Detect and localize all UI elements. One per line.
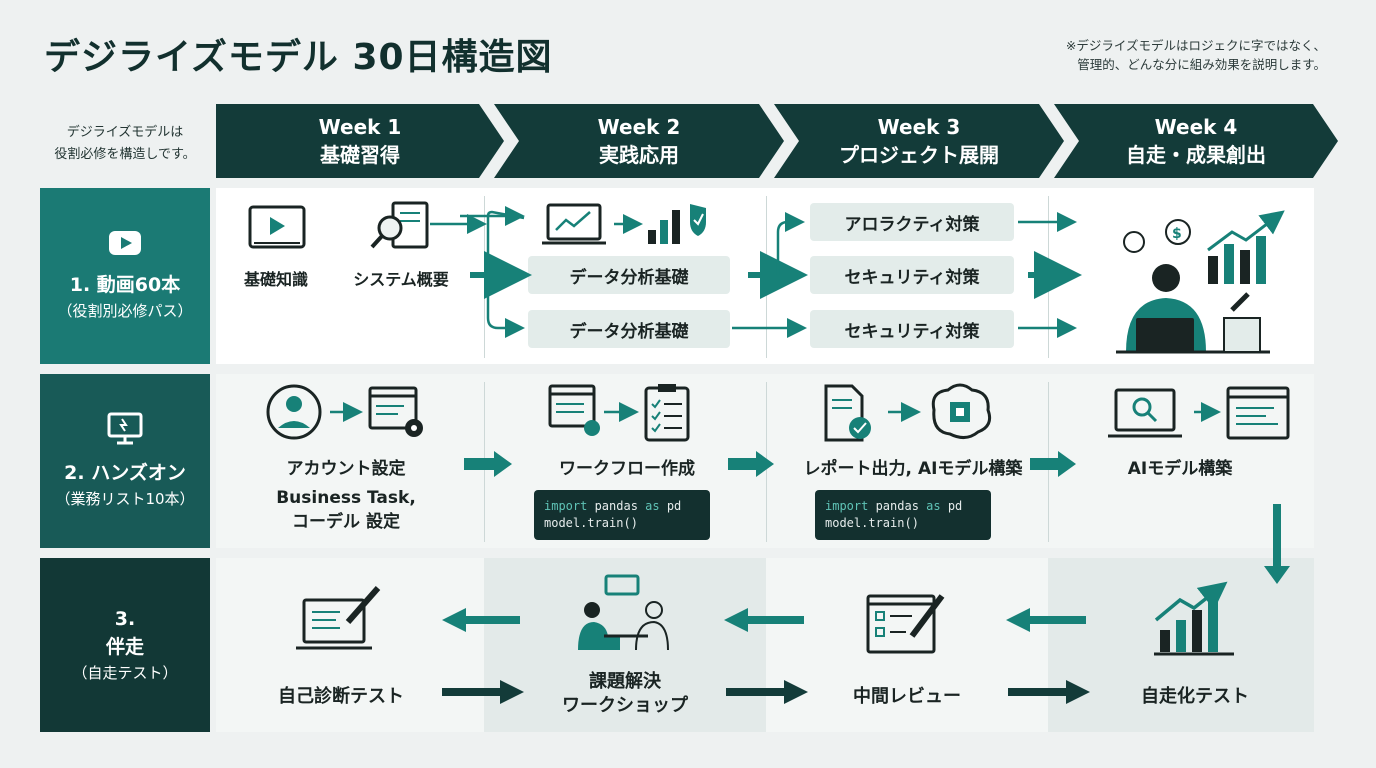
- code-snippet-week-2: import pandas as pd model.train(): [534, 490, 710, 540]
- business-task-line-2: コーデル 設定: [292, 512, 400, 532]
- code-text: pd: [659, 499, 682, 513]
- analyst-person-icon: $: [1116, 210, 1285, 354]
- w2-pill-2: データ分析基礎: [528, 310, 730, 348]
- midreview-label: 中間レビュー: [853, 686, 961, 707]
- week-4-sub: 自走・成果創出: [1126, 143, 1266, 167]
- w3-pill-2: セキュリティ対策: [810, 256, 1014, 294]
- week-1-label: Week 1: [318, 115, 402, 139]
- workshop-line-1: 課題解決: [589, 671, 661, 692]
- row-3-week-2-shade: [484, 558, 766, 732]
- user-account-icon: [266, 384, 322, 440]
- document-check-icon: [824, 384, 871, 442]
- w3-pill-1: アロラクティ対策: [810, 203, 1014, 241]
- w3-pill-3: セキュリティ対策: [810, 310, 1014, 348]
- row-1-w2-w3-arrows: [732, 212, 808, 338]
- kiso-label: 基礎知識: [243, 270, 308, 289]
- row-3-title-line-1: 3.: [114, 608, 136, 630]
- row-3-label: 3. 伴走 （自走テスト）: [40, 558, 210, 732]
- settings-window-icon: [368, 386, 423, 437]
- row-2-sub: （業務リスト10本）: [55, 490, 195, 508]
- week-2-header: Week 2 実践応用: [494, 104, 784, 178]
- week-4-label: Week 4: [1154, 115, 1238, 139]
- workshop-line-2: ワークショップ: [562, 695, 688, 716]
- corner-line-1: デジライズモデルは: [66, 125, 184, 140]
- monitor-code-icon: [107, 412, 143, 445]
- week-2-label: Week 2: [597, 115, 681, 139]
- code-text: pandas: [587, 499, 646, 513]
- account-setup-label: アカウント設定: [286, 459, 406, 479]
- code-snippet-week-3: import pandas as pd model.train(): [815, 490, 991, 540]
- laptop-search-icon: [1108, 388, 1182, 438]
- code-keyword: import: [825, 499, 869, 513]
- row-1-w3-w4-arrows: [1018, 212, 1082, 338]
- week-4-header: Week 4 自走・成果創出: [1054, 104, 1338, 178]
- row-3-forward-arrows: [442, 680, 1090, 704]
- laptop-pen-icon: [296, 586, 381, 650]
- week-1-header: Week 1 基礎習得: [216, 104, 504, 178]
- week-3-sub: プロジェクト展開: [839, 143, 999, 167]
- row-1-label: 1. 動画60本 （役割別必修パス）: [40, 188, 210, 364]
- week-2-sub: 実践応用: [599, 143, 679, 167]
- report-ai-label: レポート出力, AIモデル構築: [803, 459, 1023, 479]
- ai-model-label: AIモデル構築: [1127, 459, 1233, 479]
- corner-caption: デジライズモデルは 役割必修を構造しです。: [40, 122, 210, 166]
- svg-text:$: $: [1172, 226, 1182, 242]
- code-window-icon: [1226, 386, 1290, 440]
- checklist-edit-icon: [866, 594, 945, 654]
- video-play-icon: [109, 231, 141, 255]
- week-3-header: Week 3 プロジェクト展開: [774, 104, 1064, 178]
- ai-brain-chip-icon: [931, 383, 992, 439]
- workflow-label: ワークフロー作成: [559, 459, 695, 479]
- row-1-branch-arrows: [430, 206, 532, 338]
- workshop-label: 課題解決 ワークショップ: [530, 670, 720, 718]
- code-keyword: as: [926, 499, 941, 513]
- code-text: pandas: [868, 499, 927, 513]
- code-text: pd: [940, 499, 963, 513]
- list-window-icon: [548, 384, 600, 436]
- page-title: デジライズモデル 30日構造図: [44, 37, 553, 78]
- row-2-title: 2. ハンズオン: [64, 462, 186, 484]
- note-line-2: 管理的、どんな分に組み効果を説明します。: [1077, 57, 1326, 72]
- code-line-2: model.train(): [825, 516, 919, 530]
- system-label: システム概要: [353, 270, 449, 289]
- code-line-2: model.train(): [544, 516, 638, 530]
- corner-line-2: 役割必修を構造しです。: [54, 147, 196, 162]
- w2-pill-1: データ分析基礎: [528, 256, 730, 294]
- self-test-label: 自己診断テスト: [278, 686, 404, 707]
- note-line-1: ※デジライズモデルはロジェクに字ではなく、: [1065, 38, 1326, 53]
- autonomy-test-label: 自走化テスト: [1141, 686, 1249, 707]
- business-task-line-1: Business Task,: [276, 488, 416, 508]
- video-player-icon: [248, 205, 306, 249]
- code-keyword: import: [544, 499, 588, 513]
- code-keyword: as: [645, 499, 660, 513]
- meeting-people-icon: [578, 574, 669, 651]
- row-3-sub: （自走テスト）: [72, 664, 178, 682]
- week-1-sub: 基礎習得: [320, 143, 400, 167]
- clipboard-checklist-icon: [644, 384, 690, 442]
- week-3-label: Week 3: [877, 115, 961, 139]
- document-search-icon: [370, 201, 429, 249]
- row-2-flow-arrows: [464, 451, 1290, 584]
- row-2-label: 2. ハンズオン （業務リスト10本）: [40, 374, 210, 548]
- business-task-label: Business Task, コーデル 設定: [246, 486, 446, 534]
- row-3-title-line-2: 伴走: [105, 636, 144, 658]
- bar-chart-shield-icon: [648, 204, 706, 244]
- header-note: ※デジライズモデルはロジェクに字ではなく、 管理的、どんな分に組み効果を説明しま…: [1066, 36, 1326, 74]
- chart-laptop-icon: [542, 203, 606, 245]
- row-1-title: 1. 動画60本: [69, 274, 181, 296]
- growth-chart-icon: [1154, 581, 1234, 656]
- row-3-return-arrows: [442, 608, 1086, 632]
- row-1-sub: （役割別必修パス）: [57, 302, 193, 320]
